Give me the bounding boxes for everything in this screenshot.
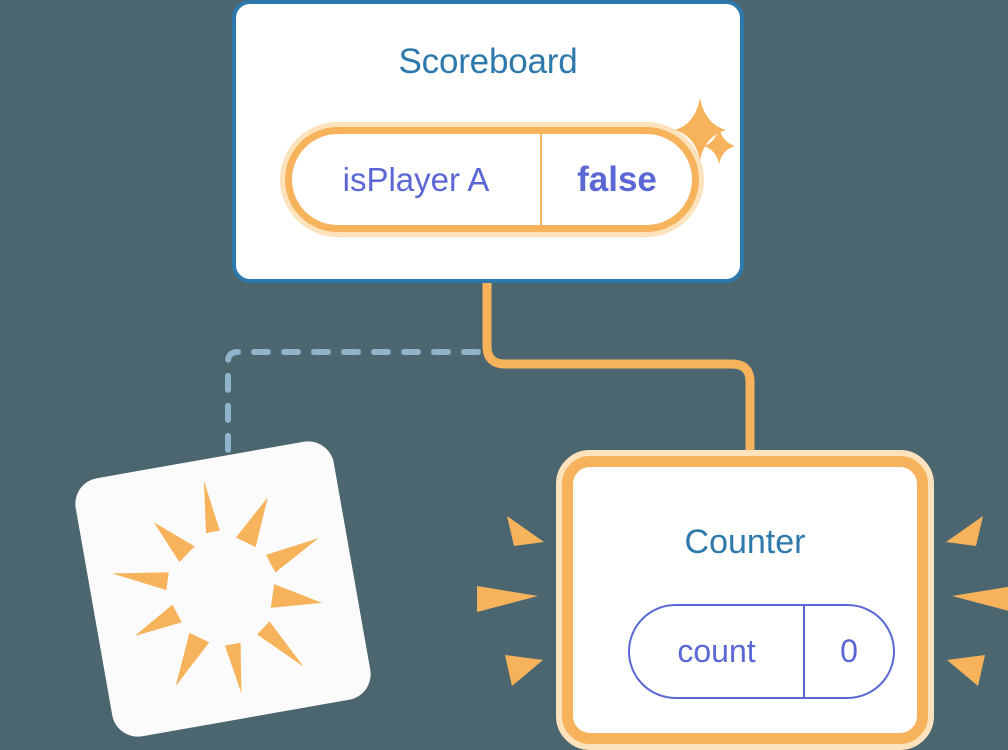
counter-card-highlight-halo bbox=[556, 450, 934, 750]
counter-card[interactable]: Counter count 0 bbox=[556, 450, 934, 750]
counter-state-pill[interactable]: count 0 bbox=[628, 604, 895, 699]
counter-title: Counter bbox=[684, 523, 806, 561]
counter-pill-key: count bbox=[630, 606, 805, 697]
counter-rays-right bbox=[946, 516, 1008, 686]
sparkle-large-icon bbox=[675, 98, 726, 160]
scoreboard-pill-key: isPlayer A bbox=[292, 134, 542, 225]
sparkle-small-icon bbox=[704, 127, 735, 164]
scoreboard-pill-value: false bbox=[577, 159, 657, 199]
scoreboard-state-pill[interactable]: isPlayer A false bbox=[280, 122, 704, 237]
counter-rays-left bbox=[477, 516, 544, 686]
scoreboard-title: Scoreboard bbox=[398, 42, 578, 81]
scoreboard-card[interactable]: Scoreboard isPlayer A false bbox=[232, 0, 744, 283]
counter-pill-value: 0 bbox=[840, 633, 858, 669]
connector-scoreboard-to-tilted-card bbox=[225, 349, 481, 473]
connector-scoreboard-to-counter bbox=[482, 283, 755, 462]
